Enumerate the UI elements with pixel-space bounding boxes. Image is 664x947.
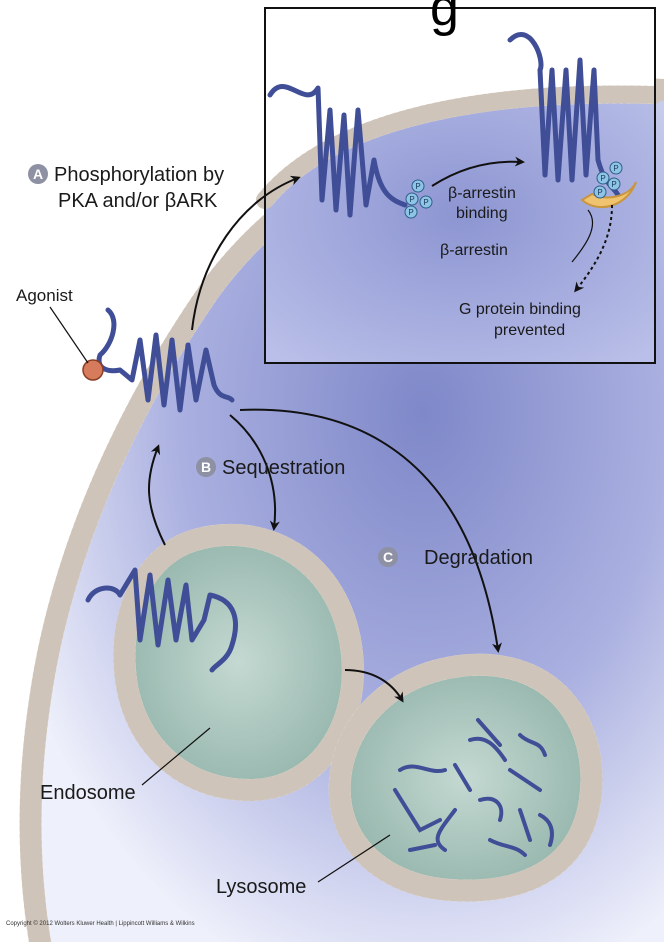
label-arrestin-binding-1: β-arrestin: [448, 185, 516, 202]
label-degradation: C Degradation: [378, 547, 533, 570]
inset-receptor-1: [267, 84, 408, 218]
sequestration-text: Sequestration: [222, 457, 346, 479]
label-agonist: Agonist: [16, 286, 73, 305]
degradation-text: Degradation: [424, 547, 533, 569]
leader-lines: [49, 306, 391, 883]
inset-panel: P P P P P P P P: [256, 7, 664, 364]
degraded-fragments: [393, 718, 554, 857]
label-endosome: Endosome: [40, 782, 136, 804]
svg-text:P: P: [600, 174, 605, 183]
label-gprotein-2: prevented: [494, 322, 566, 339]
svg-text:P: P: [423, 198, 428, 207]
svg-text:P: P: [408, 208, 413, 217]
cut-heading: g: [430, 0, 459, 37]
badge-b: B: [196, 457, 216, 477]
phosphate-group-1: P P P P: [404, 179, 433, 219]
membrane-receptor: [96, 307, 235, 413]
endosome-receptor: [85, 567, 238, 673]
svg-text:P: P: [409, 195, 414, 204]
label-arrestin-binding-2: binding: [456, 205, 508, 222]
phosphorylation-line2: PKA and/or βARK: [58, 190, 218, 212]
svg-text:P: P: [597, 188, 602, 197]
badge-a: A: [28, 164, 48, 184]
lysosome: [328, 653, 603, 902]
label-sequestration: B Sequestration: [196, 457, 345, 480]
svg-text:P: P: [415, 182, 420, 191]
process-arrows: [147, 175, 502, 703]
label-gprotein-1: G protein binding: [459, 301, 581, 318]
agonist-ligand: [82, 359, 104, 381]
phosphorylation-line1: Phosphorylation by: [54, 164, 225, 186]
label-phosphorylation: A Phosphorylation by: [28, 164, 224, 187]
svg-text:P: P: [611, 180, 616, 189]
copyright-text: Copyright © 2012 Wolters Kluwer Health |…: [6, 921, 195, 927]
phosphate-group-2: P P P P: [593, 161, 623, 199]
badge-c: C: [378, 547, 398, 567]
svg-text:P: P: [613, 164, 618, 173]
label-arrestin: β-arrestin: [440, 242, 508, 259]
label-lysosome: Lysosome: [216, 876, 307, 898]
endosome: [113, 523, 364, 802]
